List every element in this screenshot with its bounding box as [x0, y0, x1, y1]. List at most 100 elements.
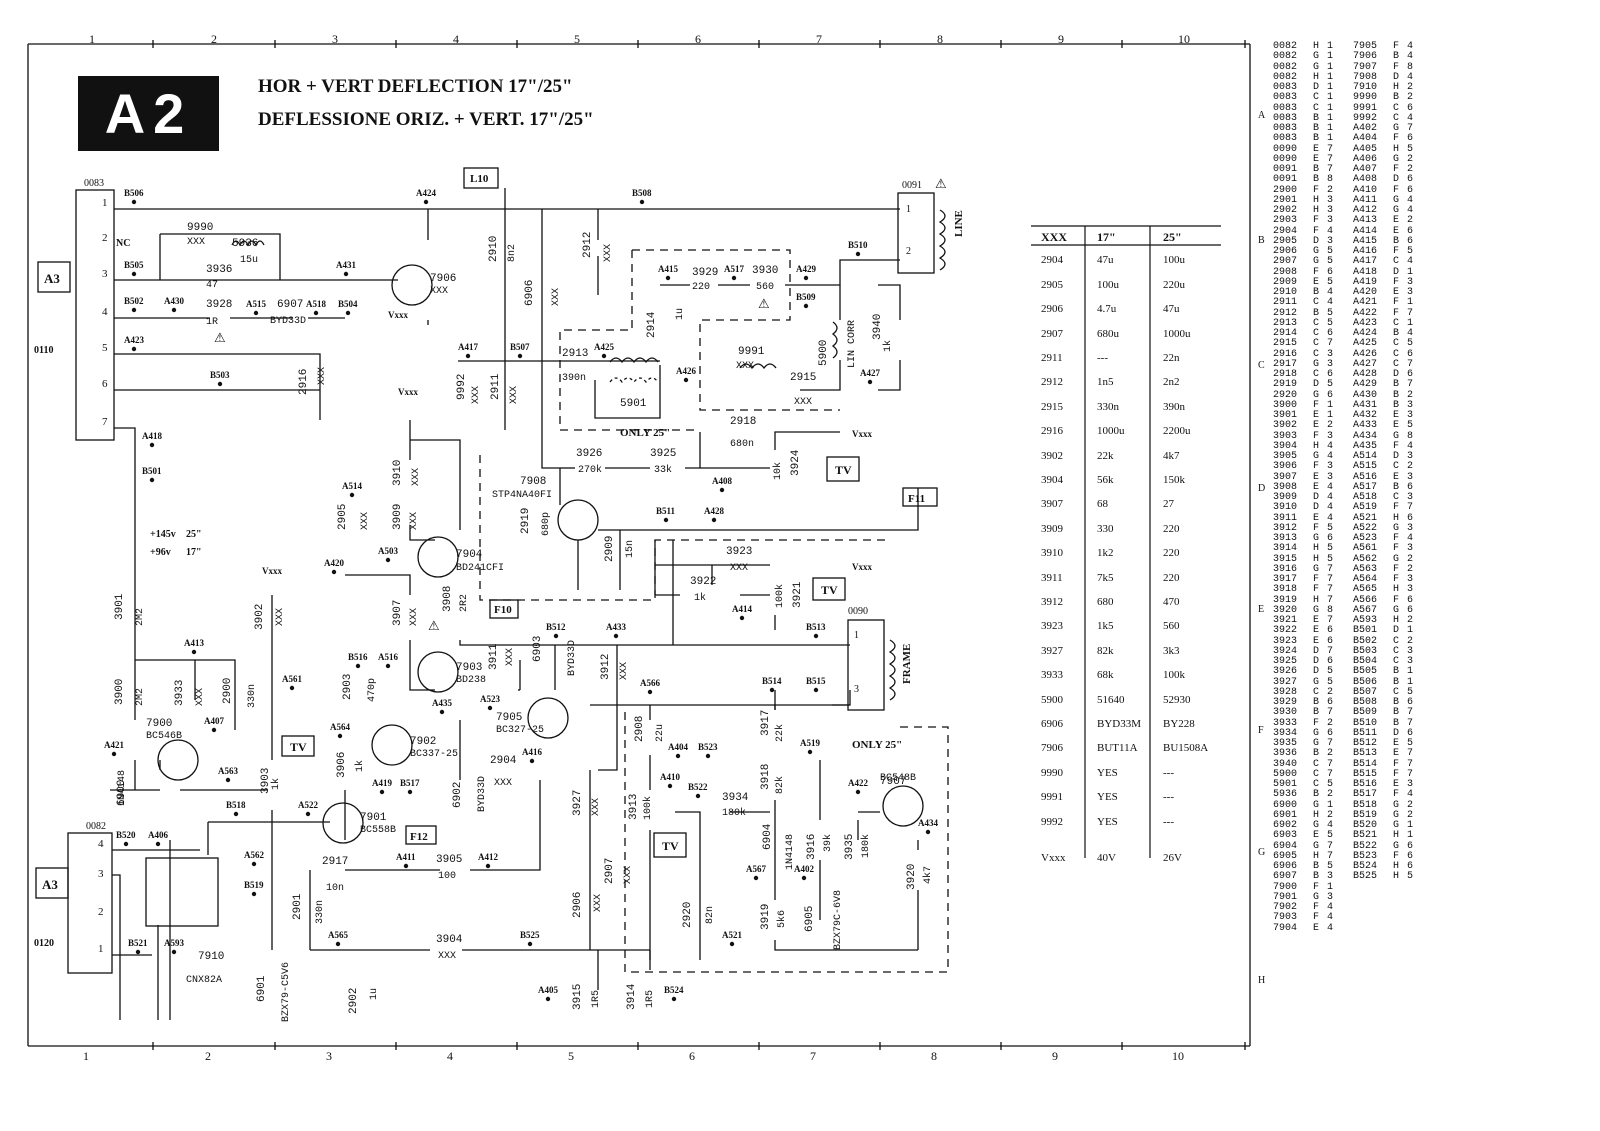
node-label: B510 — [848, 240, 868, 250]
position-index-cell: 5936 — [1273, 789, 1298, 801]
variant-table-cell: 9992 — [1041, 815, 1063, 828]
variant-table-cell: 51640 — [1097, 693, 1125, 706]
position-index-cell: A564 — [1353, 574, 1378, 585]
variant-table-cell: XXX — [1041, 230, 1067, 244]
component-value: 1u — [675, 308, 686, 320]
node-label: A423 — [124, 335, 144, 345]
position-index-cell: D — [1313, 666, 1320, 678]
position-index-cell: A563 — [1353, 563, 1378, 575]
component-value: 1u — [369, 988, 380, 1000]
sheet-link: A3 — [42, 877, 58, 892]
region-label: ONLY 25" — [620, 427, 670, 439]
position-index-cell: 4 — [1327, 512, 1334, 524]
variant-table-cell: 100k — [1163, 669, 1185, 682]
node-dot — [131, 307, 137, 313]
component-ref: 7910 — [198, 951, 224, 963]
node-dot — [379, 789, 385, 795]
position-index-cell: 8 — [1327, 604, 1334, 616]
component-value: 330n — [247, 684, 258, 708]
position-index-cell: G — [1313, 604, 1320, 616]
position-index-cell: 3917 — [1273, 574, 1298, 585]
position-index-cell: 2903 — [1273, 215, 1298, 227]
component-ref: 3922 — [690, 576, 716, 588]
component-value: 10k — [772, 462, 784, 480]
position-index-cell: 7 — [1327, 758, 1334, 770]
position-index-cell: A416 — [1353, 246, 1378, 257]
ground-ref: 0120 — [34, 938, 54, 949]
position-index-cell: 3 — [1327, 235, 1334, 247]
component-value: 2R2 — [459, 594, 470, 612]
position-index-cell: 3914 — [1273, 543, 1298, 555]
position-index-cell: 2918 — [1273, 369, 1298, 380]
node-dot — [191, 649, 197, 655]
position-index-cell: F — [1393, 543, 1400, 555]
variant-table-cell: 22k — [1097, 449, 1114, 462]
position-index-cell: 2912 — [1273, 307, 1298, 319]
connector-nc: NC — [116, 238, 130, 249]
position-index-cell: C — [1393, 348, 1400, 360]
position-index-cell: 1 — [1407, 266, 1414, 278]
component-value: LIN CORR — [847, 320, 858, 368]
position-index-cell: F — [1393, 768, 1400, 780]
position-index-cell: B — [1313, 871, 1320, 883]
variant-table-cell: 2907 — [1041, 327, 1063, 340]
position-index-cell: 3901 — [1273, 410, 1298, 421]
component-ref: 6904 — [762, 823, 774, 850]
position-index-cell: A412 — [1353, 205, 1378, 216]
position-index-cell: 1 — [1407, 317, 1414, 329]
node-label: B502 — [124, 296, 144, 306]
position-index-cell: F — [1393, 297, 1400, 309]
node-dot — [123, 841, 129, 847]
position-index-cell: G — [1313, 738, 1320, 749]
position-index-cell: 3 — [1327, 471, 1334, 483]
position-index-cell: 5 — [1327, 553, 1334, 565]
connector-pin: 4 — [98, 838, 104, 850]
position-index-cell: 1 — [1327, 61, 1334, 73]
component-value: XXX — [619, 662, 630, 680]
position-index-cell: 3 — [1407, 574, 1414, 585]
position-index-cell: 2917 — [1273, 358, 1298, 370]
position-index-cell: B — [1313, 748, 1320, 760]
connector-pin: 2 — [102, 232, 108, 244]
position-index-cell: F — [1393, 789, 1400, 801]
position-index-cell: 4 — [1407, 51, 1414, 63]
position-index-cell: 2908 — [1273, 266, 1298, 278]
position-index-cell: B — [1313, 861, 1320, 872]
position-index-cell: G — [1393, 799, 1400, 811]
component-value: 390n — [562, 373, 586, 384]
position-index-cell: 0083 — [1273, 133, 1298, 145]
position-index-cell: 0090 — [1273, 153, 1298, 165]
node-dot — [729, 941, 735, 947]
position-index-cell: G — [1313, 256, 1320, 268]
component-ref: 3906 — [336, 752, 348, 778]
grid-row-label: F — [1258, 725, 1264, 736]
variant-table-cell: 7k5 — [1097, 571, 1114, 584]
position-index-cell: D — [1313, 656, 1320, 667]
component-value: XXX — [593, 894, 604, 912]
component-ref: 6901 — [256, 975, 268, 1002]
position-index-cell: H — [1393, 512, 1400, 524]
position-index-cell: A593 — [1353, 615, 1378, 626]
component-ref: 2903 — [342, 674, 354, 700]
position-index-cell: B510 — [1353, 717, 1378, 729]
node-dot — [753, 875, 759, 881]
node-dot — [331, 569, 337, 575]
